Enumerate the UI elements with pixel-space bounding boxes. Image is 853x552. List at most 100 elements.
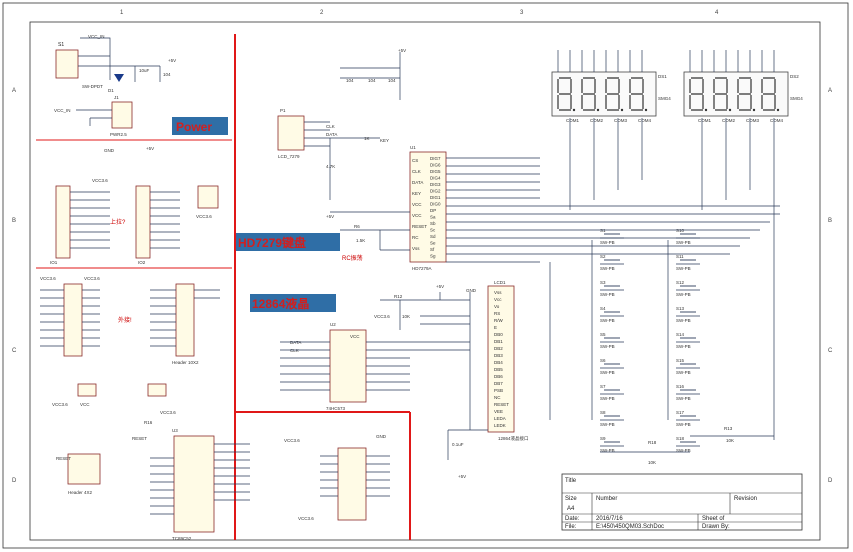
ds2-com3: COM3 [746,118,759,123]
header-4x2 [67,453,101,485]
p5-wires [320,455,390,497]
zone-right-b: B [828,218,832,224]
pullup-label: 上拉? [110,218,126,226]
res-r18-ref: R18 [648,440,657,445]
display-ds2-digits [689,77,780,112]
switch-type: SW-PB [676,396,691,401]
lcd-header-wires [304,121,380,200]
ds2-com2: COM2 [722,118,735,123]
hd7279-title: HD7279键盘 [238,235,306,250]
switch-type: SW-PB [676,318,691,323]
header-io2-label: IO2 [138,260,146,265]
key-resistor-wires [600,435,774,453]
revision-label: Revision [734,496,757,502]
cap-c16-value: 0.1uF [452,442,464,447]
seven-seg-dp [776,108,780,112]
hd7279-pin-right: Se [430,241,436,246]
hd7279-pin-right: DIG0 [430,202,441,207]
net-gnd-lcd: GND [466,288,477,293]
net-vcc-in: VCC_IN [54,108,71,113]
res-r1-value: 1K [364,136,370,141]
net-reset-a: RESET [56,456,71,461]
net-data-b: DATA [290,340,301,345]
hd7279-pin-right: DIG3 [430,182,441,187]
header-10x2 [175,283,195,357]
switch-ref: S8 [600,410,606,415]
switch-type: SW-PB [600,266,615,271]
hd7279-pin-right: Sg [430,254,436,259]
switch-ref: S15 [676,358,685,363]
lcd-header-p1 [277,115,305,151]
net-vcc-in-top: VCC_IN [88,34,105,39]
seven-seg-dp [644,108,648,112]
sheet-label: Sheet of [702,516,725,522]
res-r6-value: 1.5K [356,238,365,243]
number-label: Number [596,496,617,502]
buffer-wires [280,341,470,391]
file-label: File: [565,524,577,530]
switch-s1-name: SW-DPDT [82,84,103,89]
switch-type: SW-PB [676,266,691,271]
net-vcc36-f: VCC3.6 [160,410,176,415]
display-ds2-name: SMG4 [790,96,803,101]
switch-s1 [55,49,79,79]
header-4x2-name: Header 4X2 [68,490,93,495]
seven-seg-digit [557,77,572,111]
ds1-com4: COM4 [638,118,651,123]
title-block-frame [561,473,803,531]
net-vcc36-h: VCC3.6 [298,516,314,521]
hd7279-pin-left: KEY [412,191,421,196]
hd7279-pin-right: DIG1 [430,195,441,200]
res-r6-ref: R6 [354,224,360,229]
seven-seg-digit [605,77,620,111]
cap-value-c: 104 [388,78,396,83]
key-matrix-wires [540,205,780,420]
mcu-u3 [173,435,215,533]
power-wires [78,37,161,82]
switch-type: SW-PB [600,240,615,245]
display-ds1-digits [557,77,648,112]
switch-type: SW-PB [676,422,691,427]
header-io3 [63,283,83,357]
lcd-pin-label: LEDK [494,423,506,428]
hd7279-pin-right: Sa [430,215,436,220]
switch-ref: S11 [676,254,684,259]
zone-top-4: 4 [715,10,719,16]
lcd-pin-label: DB7 [494,381,503,386]
jumper-p2 [77,383,97,397]
hd7279-pin-right: Sc [430,228,436,233]
lcd-pin-label: Vss [494,290,502,295]
switch-type: SW-PB [600,448,615,453]
file-value: E:\450\450QM03.SchDoc [596,524,664,530]
switch-ref: S1 [600,228,606,233]
net-vcc36-e: VCC3.6 [52,402,68,407]
mcu-u3-name: TC89C52 [172,536,192,541]
switch-type: SW-PB [676,240,691,245]
size-label: Size [565,496,577,502]
power-header-name: PWR2.5 [110,132,127,137]
ds1-com2: COM2 [590,118,603,123]
net-5v-c16: +5V [458,474,466,479]
hd7279-pin-left: RC [412,235,419,240]
net-vcc36-c: VCC3.6 [40,276,56,281]
header-wires [70,191,180,249]
switch-ref: S9 [600,436,606,441]
date-label: Date: [565,516,580,522]
hd7279-pin-left: Vss [412,246,420,251]
ds1-com3: COM3 [614,118,627,123]
mcu-wires [150,443,250,515]
switch-ref: S12 [676,280,685,285]
res-r13-ref: R13 [724,426,733,431]
net-5v-power: +5V [168,58,176,63]
lcd-pin-label: DB6 [494,374,503,379]
seven-seg-digit [581,77,596,111]
res-r2-value: 4.7K [326,164,335,169]
lcd-pin-label: E [494,325,497,330]
zone-right-c: C [828,348,833,354]
mcu-u3-ref: U3 [172,428,178,433]
res-r18-value: 10K [648,460,656,465]
lcd-header-ref: P1 [280,108,286,113]
